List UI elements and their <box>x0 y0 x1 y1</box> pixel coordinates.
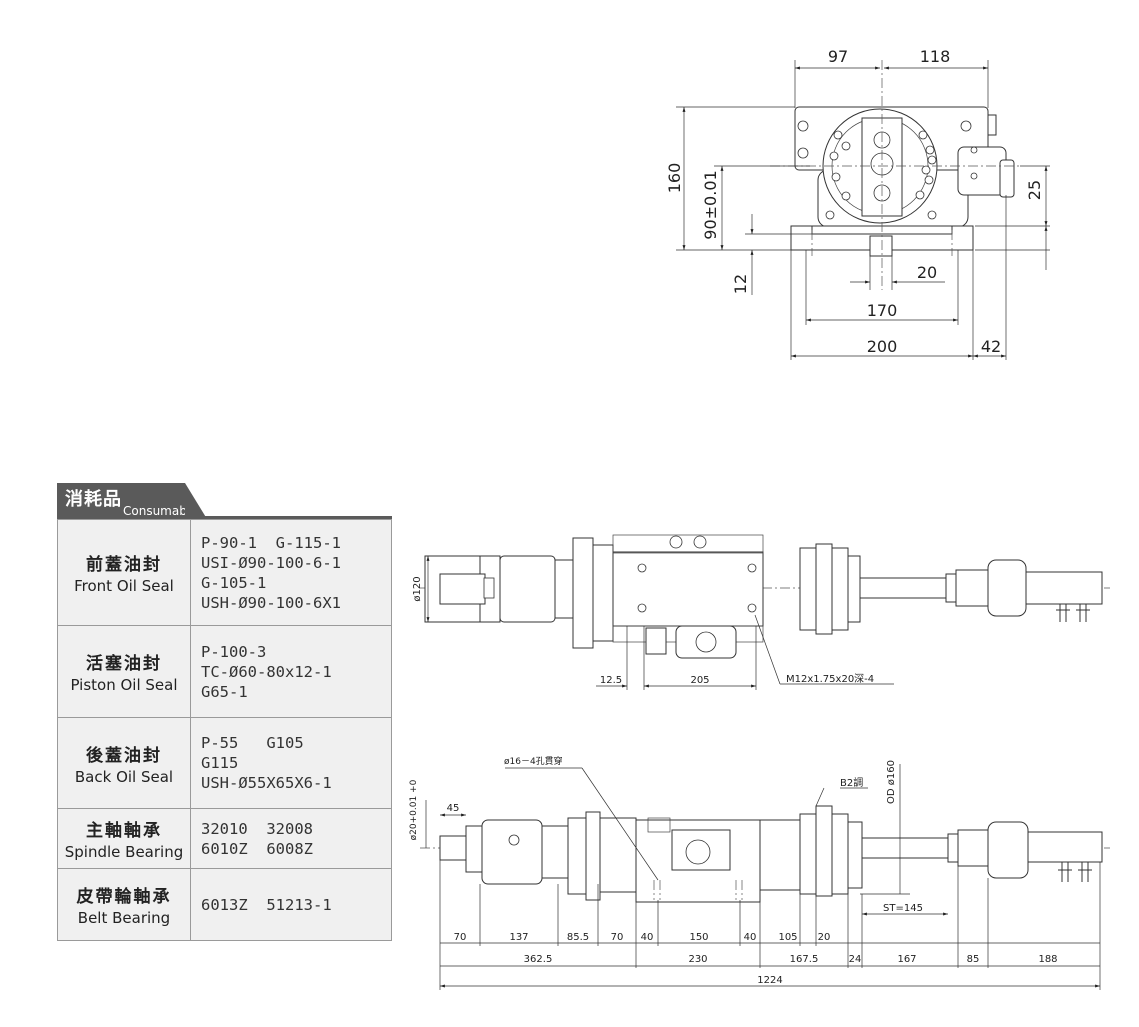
value-line: 6010Z 6008Z <box>201 839 313 858</box>
row-values: 6013Z 51213-1 <box>190 868 392 941</box>
value-line: G65-1 <box>201 682 248 701</box>
dim-200: 200 <box>867 337 898 356</box>
row-values: 32010 32008 6010Z 6008Z <box>190 808 392 869</box>
value-line: USH-Ø90-100-6X1 <box>201 593 341 612</box>
plan-view: ø120 12.5 205 M12x1.75x20深-4 <box>412 534 1110 690</box>
dim-row2-item: 230 <box>688 954 707 965</box>
dim-total: 1224 <box>757 975 782 986</box>
dim-25: 25 <box>1025 180 1044 200</box>
value-line: P-100-3 <box>201 642 267 661</box>
dim-205: 205 <box>690 675 709 686</box>
row-values: P-55 G105 G115 USH-Ø55X65X6-1 <box>190 717 392 809</box>
row-label: 皮帶輪軸承 Belt Bearing <box>57 868 191 941</box>
dim-42: 42 <box>981 337 1001 356</box>
dim-phi20: ø20+0.01 +0 <box>409 779 419 840</box>
consumable-title-en: Consumable <box>123 504 198 518</box>
label-zh: 皮帶輪軸承 <box>76 887 172 907</box>
dim-row1-item: 150 <box>689 932 708 943</box>
label-zh: 主軸軸承 <box>86 821 162 841</box>
label-en: Spindle Bearing <box>64 843 184 861</box>
table-row: 皮帶輪軸承 Belt Bearing 6013Z 51213-1 <box>57 868 392 941</box>
dim-row1-item: 70 <box>454 932 467 943</box>
dim-row1-item: 137 <box>509 932 528 943</box>
value-line: P-55 G105 <box>201 734 304 752</box>
dim-od: OD ø160 <box>886 760 897 804</box>
side-view: ø16－4孔貫穿 B2調 OD ø160 ø20+0.01 +0 45 ST=1… <box>409 755 1110 990</box>
dim-row1-item: 20 <box>818 932 831 943</box>
table-row: 主軸軸承 Spindle Bearing 32010 32008 6010Z 6… <box>57 808 392 869</box>
dim-row2-item: 24 <box>849 954 862 965</box>
dim-160: 160 <box>665 163 684 194</box>
dim-phi120: ø120 <box>412 576 423 601</box>
row-label: 主軸軸承 Spindle Bearing <box>57 808 191 869</box>
table-row: 前蓋油封 Front Oil Seal P-90-1 G-115-1 USI-Ø… <box>57 519 392 626</box>
dim-20: 20 <box>917 263 937 282</box>
dim-12-5: 12.5 <box>600 675 622 686</box>
dim-b2: B2調 <box>840 776 863 789</box>
table-row: 活塞油封 Piston Oil Seal P-100-3 TC-Ø60-80x1… <box>57 625 392 718</box>
consumable-header: 消耗品 Consumable <box>57 483 392 519</box>
label-zh: 後蓋油封 <box>86 745 162 766</box>
consumable-grid: 前蓋油封 Front Oil Seal P-90-1 G-115-1 USI-Ø… <box>57 519 392 941</box>
consumable-title-zh: 消耗品 <box>65 489 122 510</box>
label-en: Belt Bearing <box>77 909 171 927</box>
value-line: G-105-1 <box>201 573 267 592</box>
dim-row2-item: 167.5 <box>790 954 819 965</box>
row-label: 活塞油封 Piston Oil Seal <box>57 625 191 718</box>
dim-45: 45 <box>447 803 460 814</box>
value-line: P-90-1 G-115-1 <box>201 533 341 552</box>
dim-row1-item: 40 <box>744 932 757 943</box>
row-values: P-90-1 G-115-1 USI-Ø90-100-6-1 G-105-1 U… <box>190 519 392 626</box>
dim-row2-item: 167 <box>897 954 916 965</box>
dim-row2-item: 85 <box>967 954 980 965</box>
value-line: TC-Ø60-80x12-1 <box>201 662 332 681</box>
value-line: 6013Z 51213-1 <box>201 895 332 914</box>
dim-118: 118 <box>920 47 951 66</box>
dim-row-1: 70 137 85.5 70 40 150 40 105 20 <box>454 932 831 943</box>
dim-m12: M12x1.75x20深-4 <box>786 673 874 685</box>
label-zh: 前蓋油封 <box>86 555 162 575</box>
row-label: 前蓋油封 Front Oil Seal <box>57 519 191 626</box>
label-en: Front Oil Seal <box>74 577 174 595</box>
header-rule <box>185 516 392 519</box>
dim-row2-item: 188 <box>1038 954 1057 965</box>
dim-row1-item: 40 <box>641 932 654 943</box>
dim-hole: ø16－4孔貫穿 <box>504 755 563 767</box>
consumable-tab: 消耗品 Consumable <box>57 483 207 519</box>
dim-90: 90±0.01 <box>701 170 720 239</box>
dim-row-2: 362.5 230 167.5 24 167 85 188 <box>524 954 1058 965</box>
value-line: USH-Ø55X65X6-1 <box>201 774 332 792</box>
dim-row1-item: 105 <box>778 932 797 943</box>
dim-row1-item: 70 <box>611 932 624 943</box>
label-en: Piston Oil Seal <box>70 676 178 694</box>
label-en: Back Oil Seal <box>74 767 174 786</box>
row-label: 後蓋油封 Back Oil Seal <box>57 717 191 809</box>
table-row: 後蓋油封 Back Oil Seal P-55 G105 G115 USH-Ø5… <box>57 717 392 809</box>
dim-row1-item: 85.5 <box>567 932 589 943</box>
dim-170: 170 <box>867 301 898 320</box>
dim-st: ST=145 <box>883 903 923 914</box>
end-view: 97 118 160 90±0.01 25 12 20 170 200 42 <box>665 47 1050 360</box>
row-values: P-100-3 TC-Ø60-80x12-1 G65-1 <box>190 625 392 718</box>
consumable-table: 消耗品 Consumable 前蓋油封 Front Oil Seal P-90-… <box>57 483 392 941</box>
dim-row2-item: 362.5 <box>524 954 553 965</box>
dim-97: 97 <box>828 47 848 66</box>
value-line: G115 <box>201 754 239 772</box>
label-zh: 活塞油封 <box>86 654 162 674</box>
dim-12: 12 <box>731 274 750 294</box>
value-line: USI-Ø90-100-6-1 <box>201 553 341 572</box>
value-line: 32010 32008 <box>201 819 313 838</box>
